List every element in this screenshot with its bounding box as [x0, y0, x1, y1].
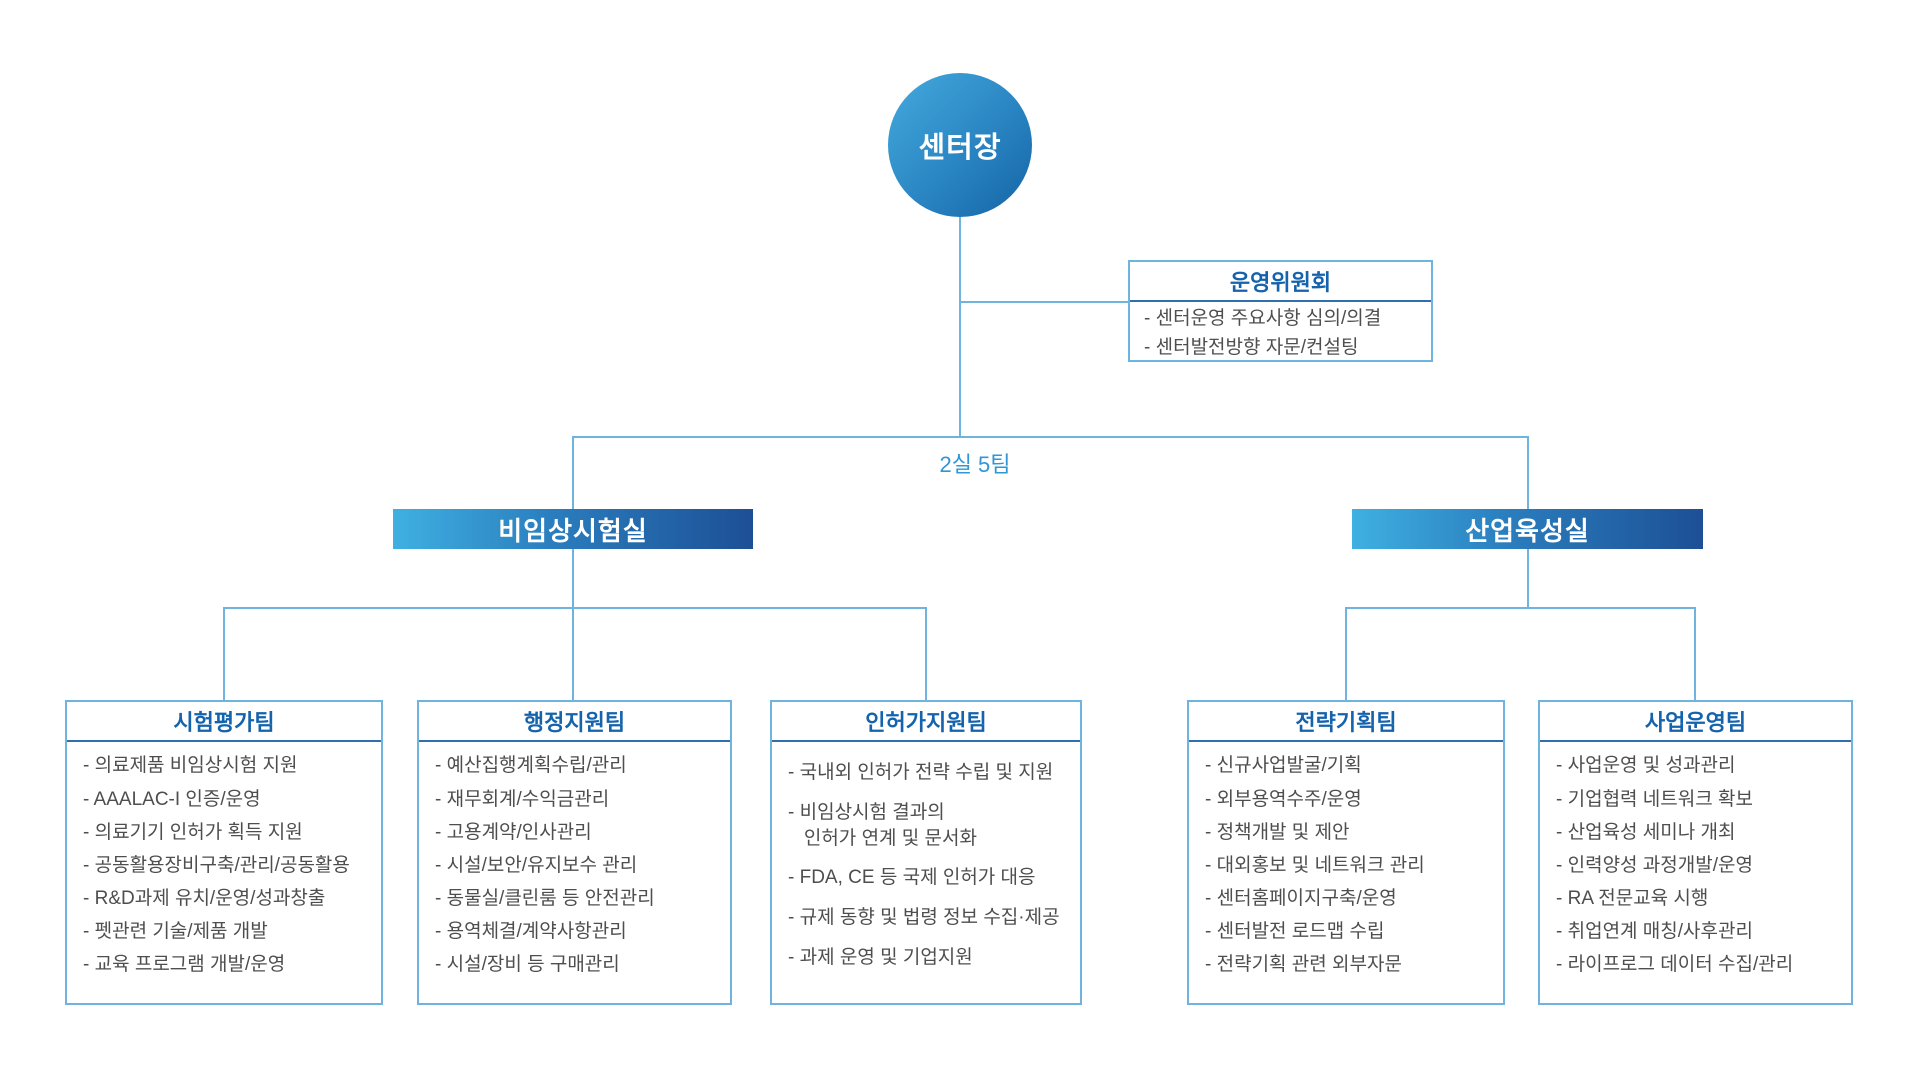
connector-committee-horizontal	[960, 301, 1130, 303]
team-item: - 의료기기 인허가 획득 지원	[83, 821, 303, 843]
team-box-strategy-planning: 전략기획팀 - 신규사업발굴/기획 - 외부용역수주/운영 - 정책개발 및 제…	[1187, 700, 1505, 1005]
team-item: - 과제 운영 및 기업지원	[788, 947, 973, 969]
team-item-list: - 국내외 인허가 전략 수립 및 지원 - 비임상시험 결과의 인허가 연계 …	[772, 742, 1080, 993]
committee-item: - 센터발전방향 자문/컨설팅	[1144, 336, 1359, 358]
connector-right-division-drop	[1527, 436, 1529, 511]
team-item: - 의료제품 비임상시험 지원	[83, 755, 298, 777]
team-item: - 비임상시험 결과의 인허가 연계 및 문서화	[788, 802, 978, 849]
team-item: - 규제 동향 및 법령 정보 수집·제공	[788, 907, 1060, 929]
team-item: - RA 전문교육 시행	[1556, 887, 1709, 909]
center-director-label: 센터장	[918, 132, 1002, 164]
connector-team-1-drop	[572, 607, 574, 702]
team-item-list: - 예산집행계획수립/관리 - 재무회계/수익금관리 - 고용계약/인사관리 -…	[419, 742, 730, 993]
team-item: - 사업운영 및 성과관리	[1556, 755, 1736, 777]
team-box-admin-support: 행정지원팀 - 예산집행계획수립/관리 - 재무회계/수익금관리 - 고용계약/…	[417, 700, 732, 1005]
team-item: - 고용계약/인사관리	[435, 821, 592, 843]
connector-team-4-drop	[1694, 607, 1696, 702]
team-item-list: - 신규사업발굴/기획 - 외부용역수주/운영 - 정책개발 및 제안 - 대외…	[1189, 742, 1503, 993]
team-item: - 예산집행계획수립/관리	[435, 755, 627, 777]
connector-team-0-drop	[223, 607, 225, 702]
team-item: - 공동활용장비구축/관리/공동활용	[83, 854, 350, 876]
connector-right-sub-horizontal	[1345, 607, 1696, 609]
team-item: - 국내외 인허가 전략 수립 및 지원	[788, 762, 1054, 784]
committee-item: - 센터운영 주요사항 심의/의결	[1144, 308, 1382, 330]
team-item: - 용역체결/계약사항관리	[435, 920, 627, 942]
team-item: - 외부용역수주/운영	[1205, 788, 1362, 810]
team-item: - FDA, CE 등 국제 인허가 대응	[788, 867, 1036, 889]
team-item: - 교육 프로그램 개발/운영	[83, 953, 286, 975]
connector-team-3-drop	[1345, 607, 1347, 702]
connector-left-subtrunk	[572, 549, 574, 609]
team-item-list: - 사업운영 및 성과관리 - 기업협력 네트워크 확보 - 산업육성 세미나 …	[1540, 742, 1851, 993]
division-nonclinical-label: 비임상시험실	[498, 515, 648, 546]
connector-left-sub-horizontal	[223, 607, 926, 609]
division-industry-label: 산업육성실	[1465, 515, 1590, 546]
team-box-test-evaluation: 시험평가팀 - 의료제품 비임상시험 지원 - AAALAC-I 인증/운영 -…	[65, 700, 383, 1005]
team-item: - 시설/장비 등 구매관리	[435, 953, 620, 975]
team-item: - AAALAC-I 인증/운영	[83, 788, 261, 810]
operating-committee-items: - 센터운영 주요사항 심의/의결 - 센터발전방향 자문/컨설팅	[1130, 302, 1431, 360]
team-title: 행정지원팀	[419, 702, 730, 742]
team-item: - 펫관련 기술/제품 개발	[83, 920, 268, 942]
team-item: - 기업협력 네트워크 확보	[1556, 788, 1753, 810]
team-item: - 인력양성 과정개발/운영	[1556, 854, 1753, 876]
operating-committee-title: 운영위원회	[1130, 262, 1431, 302]
center-director-node: 센터장	[888, 73, 1032, 217]
team-box-business-operation: 사업운영팀 - 사업운영 및 성과관리 - 기업협력 네트워크 확보 - 산업육…	[1538, 700, 1853, 1005]
team-item: - 대외홍보 및 네트워크 관리	[1205, 854, 1425, 876]
connector-team-2-drop	[925, 607, 927, 702]
team-item: - 동물실/클린룸 등 안전관리	[435, 887, 655, 909]
connector-right-subtrunk	[1527, 549, 1529, 609]
branch-count-label: 2실 5팀	[939, 452, 1011, 477]
connector-left-division-drop	[572, 436, 574, 511]
team-title: 사업운영팀	[1540, 702, 1851, 742]
team-item: - 센터홈페이지구축/운영	[1205, 887, 1397, 909]
connector-main-horizontal	[572, 436, 1529, 438]
team-item: - 정책개발 및 제안	[1205, 821, 1350, 843]
team-item: - 시설/보안/유지보수 관리	[435, 854, 638, 876]
team-item-list: - 의료제품 비임상시험 지원 - AAALAC-I 인증/운영 - 의료기기 …	[67, 742, 381, 993]
team-item: - 산업육성 세미나 개최	[1556, 821, 1736, 843]
team-item: - 신규사업발굴/기획	[1205, 755, 1362, 777]
team-item: - 취업연계 매칭/사후관리	[1556, 920, 1753, 942]
team-item: - 센터발전 로드맵 수립	[1205, 920, 1385, 942]
team-box-approval-support: 인허가지원팀 - 국내외 인허가 전략 수립 및 지원 - 비임상시험 결과의 …	[770, 700, 1082, 1005]
team-item: - 전략기획 관련 외부자문	[1205, 953, 1402, 975]
team-item: - 재무회계/수익금관리	[435, 788, 610, 810]
connector-trunk-vertical	[959, 214, 961, 438]
division-bar-industry: 산업육성실	[1352, 509, 1703, 549]
team-item: - R&D과제 유치/운영/성과창출	[83, 887, 326, 909]
team-item: - 라이프로그 데이터 수집/관리	[1556, 953, 1794, 975]
operating-committee-box: 운영위원회 - 센터운영 주요사항 심의/의결 - 센터발전방향 자문/컨설팅	[1128, 260, 1433, 362]
team-title: 인허가지원팀	[772, 702, 1080, 742]
division-bar-nonclinical: 비임상시험실	[393, 509, 753, 549]
team-title: 시험평가팀	[67, 702, 381, 742]
team-title: 전략기획팀	[1189, 702, 1503, 742]
